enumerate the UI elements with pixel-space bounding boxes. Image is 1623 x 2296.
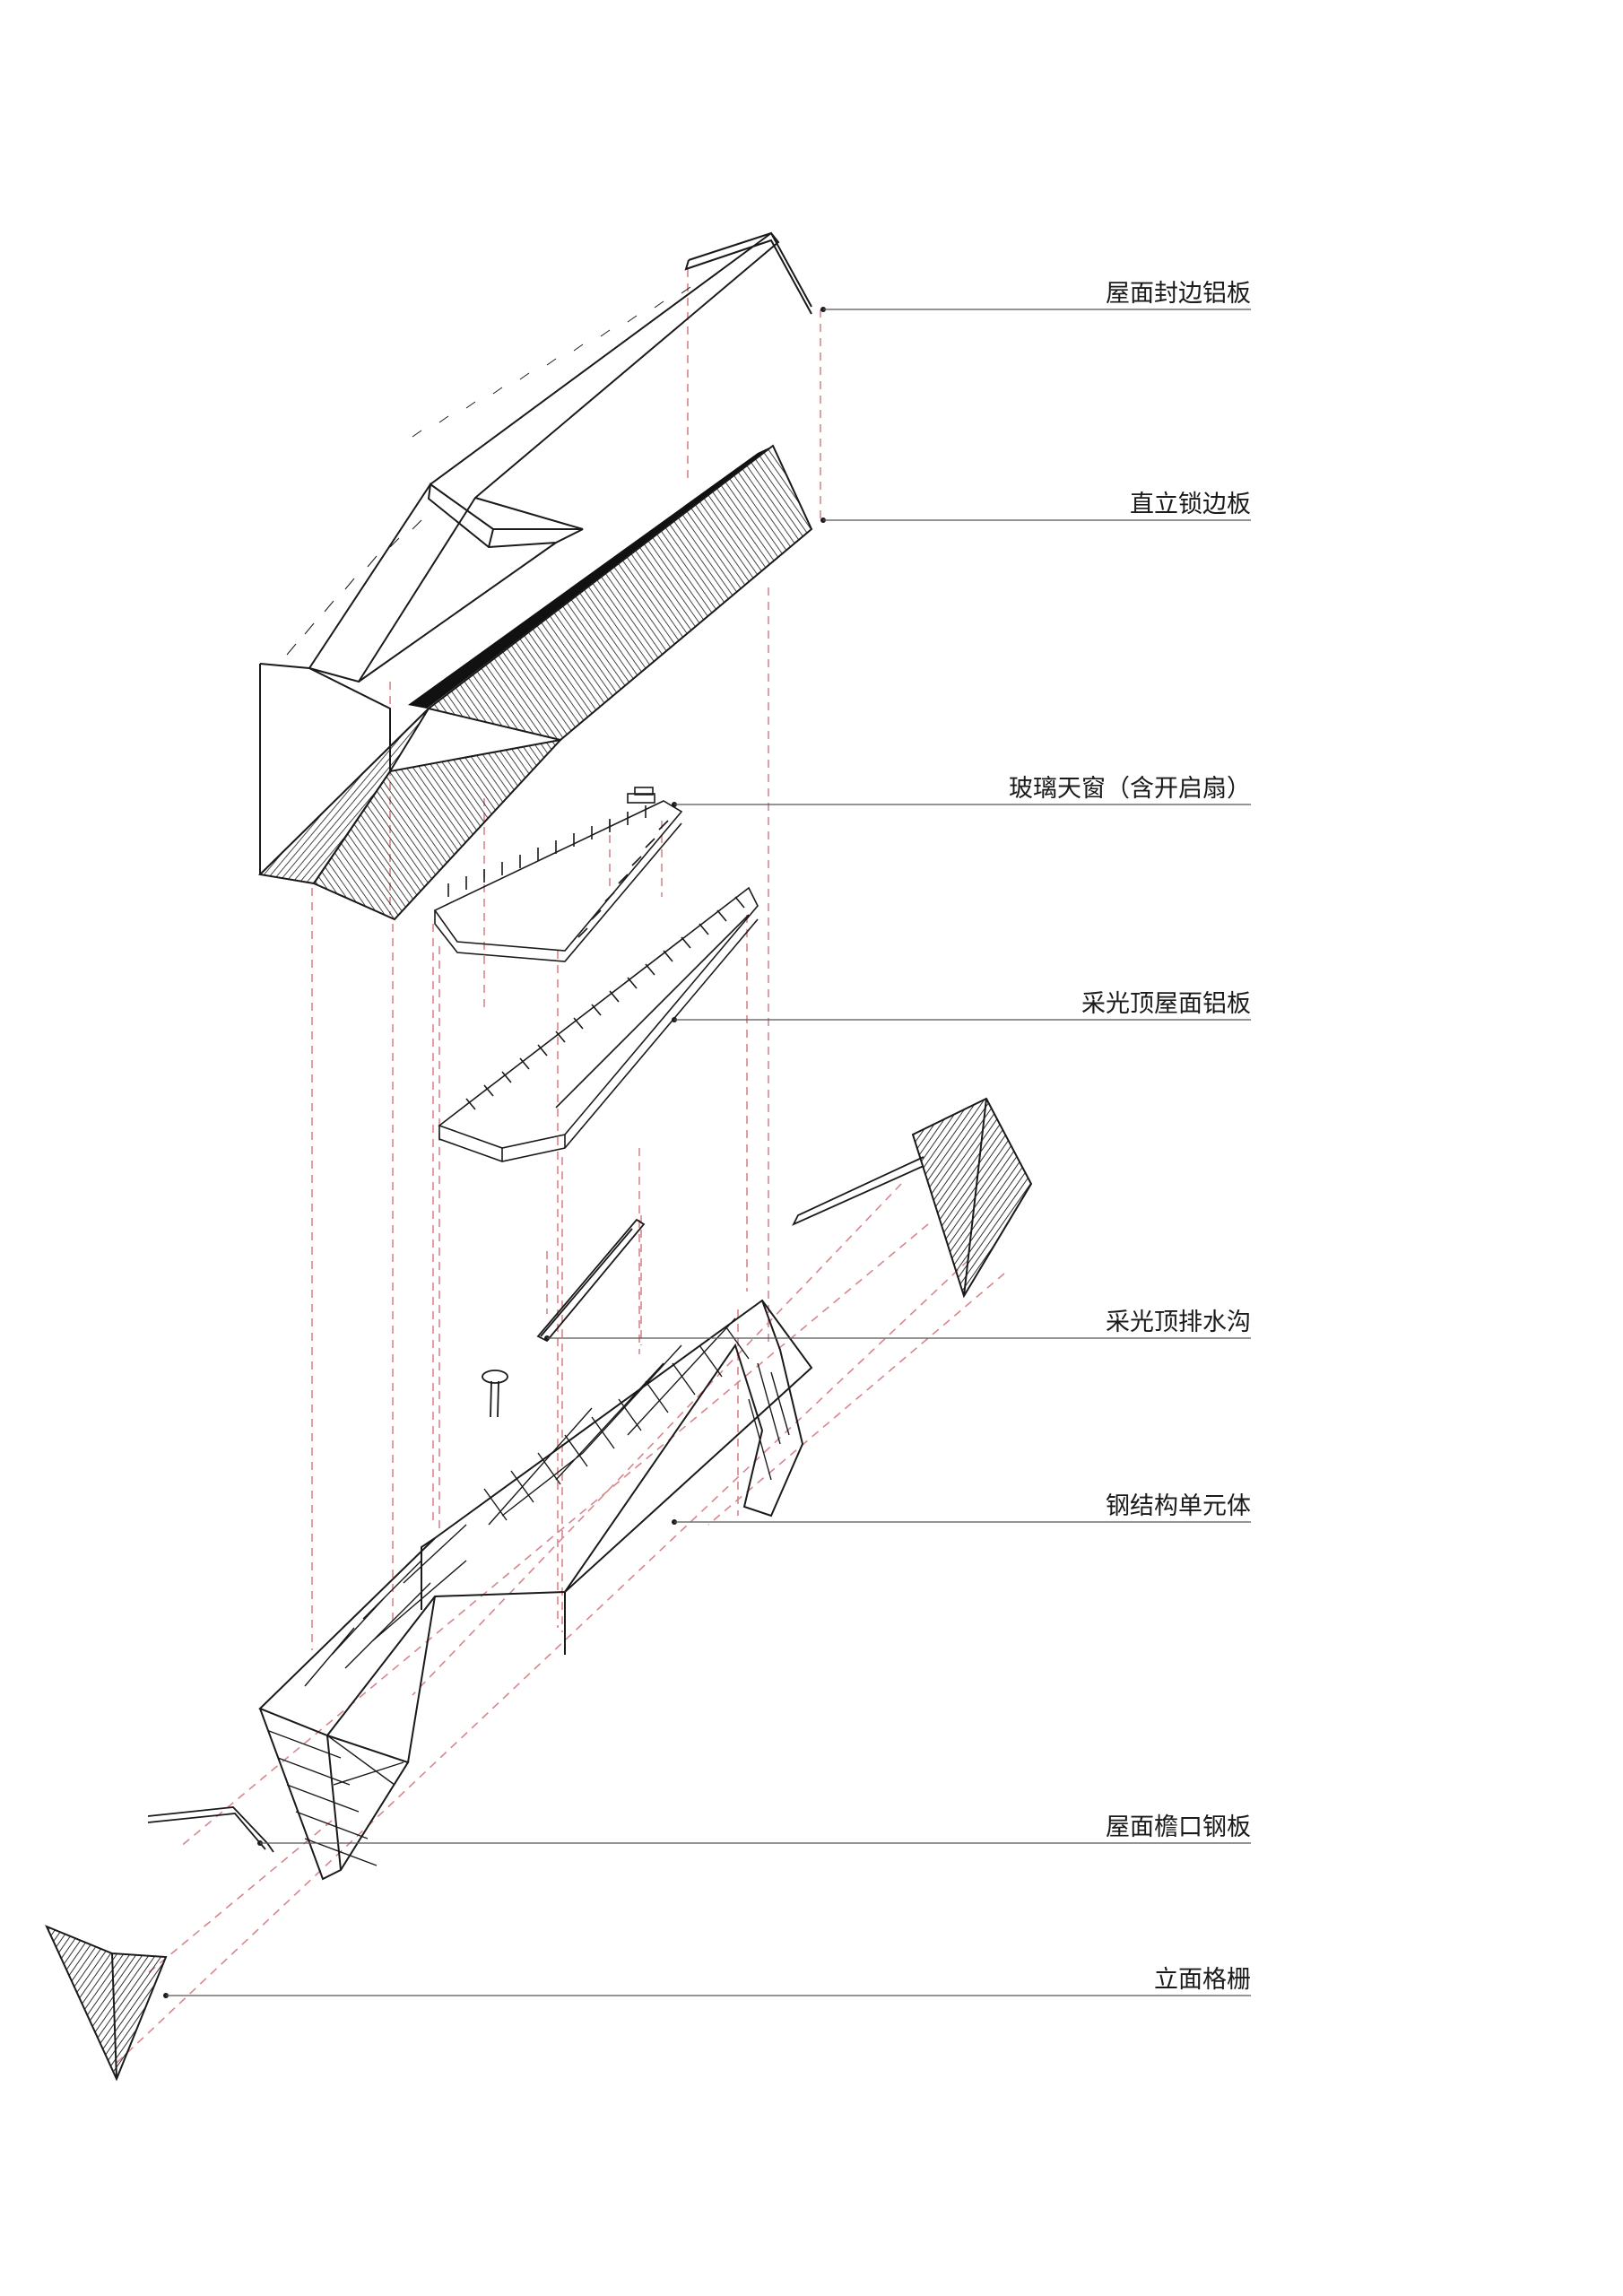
label-skylight-roof-panel: 采光顶屋面铝板 xyxy=(1081,990,1251,1018)
callout-skylight-roof-panel: 采光顶屋面铝板 xyxy=(672,990,1251,1022)
alignment-guides xyxy=(116,269,1005,2064)
roof-eave-steel-plate xyxy=(147,1156,924,1853)
facade-grille-upper xyxy=(911,1097,1033,1299)
label-skylight-gutter: 采光顶排水沟 xyxy=(1106,1309,1251,1336)
skylight-gutter xyxy=(482,1218,646,1418)
label-steel-unit: 钢结构单元体 xyxy=(1106,1492,1251,1520)
skylight-roof-aluminum-panels xyxy=(438,886,759,1162)
label-standing-seam: 直立锁边板 xyxy=(1130,491,1251,518)
facade-grille-lower xyxy=(45,1925,168,2082)
callout-steel-unit: 钢结构单元体 xyxy=(672,1492,1251,1525)
label-edge-panel: 屋面封边铝板 xyxy=(1106,280,1251,308)
label-facade-grille: 立面格栅 xyxy=(1154,1966,1251,1994)
callout-edge-panel: 屋面封边铝板 xyxy=(820,280,1251,312)
roof-edge-trim-panel xyxy=(286,231,812,683)
callout-glass-skylight: 玻璃天窗（含开启扇） xyxy=(672,775,1251,807)
steel-structure-unit xyxy=(258,1299,813,1881)
callout-skylight-gutter: 采光顶排水沟 xyxy=(544,1309,1251,1341)
label-glass-skylight: 玻璃天窗（含开启扇） xyxy=(1009,775,1251,803)
callout-eave-plate: 屋面檐口钢板 xyxy=(257,1813,1251,1846)
glass-skylight xyxy=(433,787,683,962)
callout-standing-seam: 直立锁边板 xyxy=(820,491,1251,523)
callout-facade-grille: 立面格栅 xyxy=(163,1966,1251,1998)
standing-seam-roof xyxy=(257,444,813,921)
label-eave-plate: 屋面檐口钢板 xyxy=(1106,1813,1251,1841)
